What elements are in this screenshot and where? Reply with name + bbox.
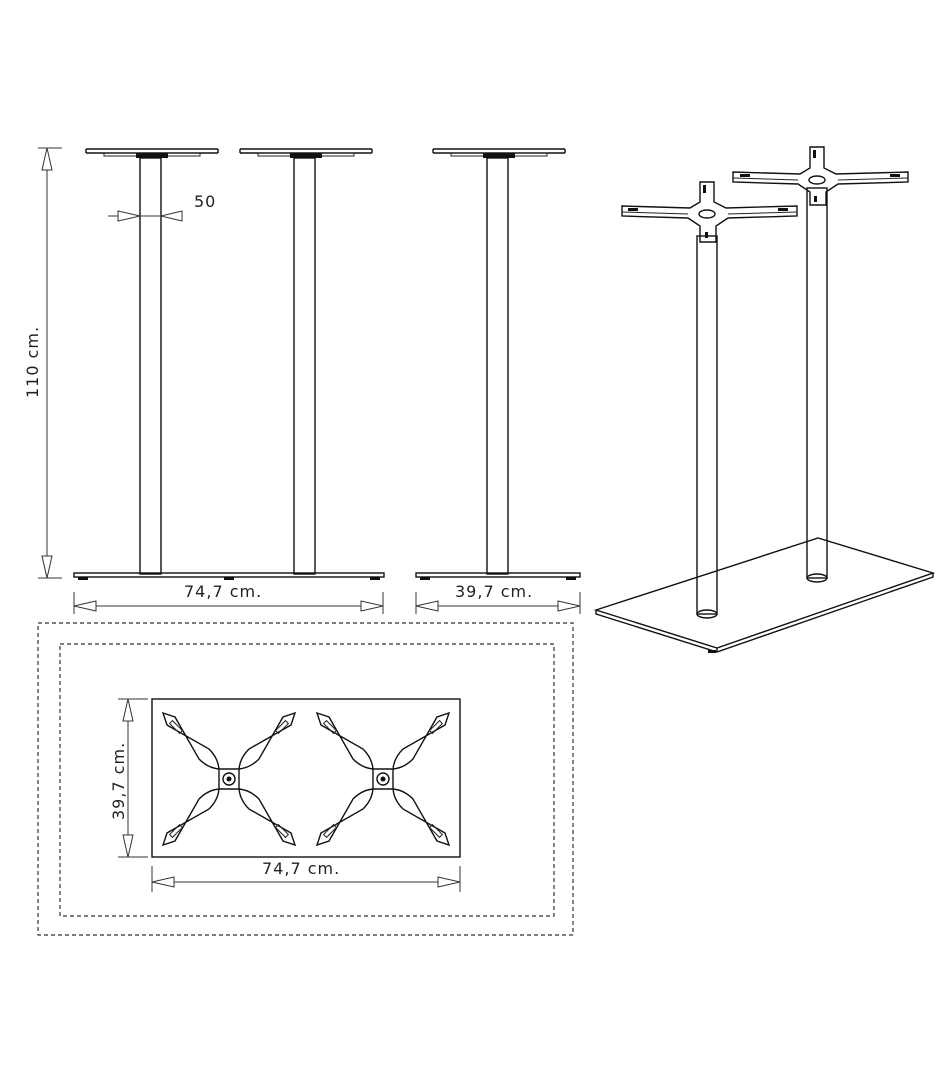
iso-base-plate bbox=[593, 537, 936, 653]
plan-inner-dashed-border bbox=[59, 643, 555, 917]
iso-front-column bbox=[696, 235, 718, 619]
side-depth-label: 39,7 cm. bbox=[455, 582, 533, 601]
plan-outer-dashed-border bbox=[37, 622, 574, 936]
front-width-label: 74,7 cm. bbox=[184, 582, 262, 601]
iso-back-column bbox=[806, 187, 828, 583]
front-width-dimension: 74,7 cm. bbox=[73, 582, 384, 614]
front-right-column bbox=[293, 157, 316, 575]
side-base-plate bbox=[415, 572, 581, 578]
column-diameter-dimension: 50 bbox=[108, 192, 216, 222]
front-left-top-plate bbox=[85, 148, 219, 158]
isometric-view bbox=[593, 146, 936, 653]
front-left-column bbox=[139, 157, 162, 575]
side-depth-dimension: 39,7 cm. bbox=[415, 582, 581, 614]
plan-view: 39,7 cm. 74,7 cm. bbox=[37, 622, 574, 936]
plan-depth-label: 39,7 cm. bbox=[109, 742, 128, 820]
column-diameter-label: 50 bbox=[194, 192, 216, 211]
plan-left-x-bracket bbox=[161, 711, 297, 847]
side-elevation bbox=[415, 148, 581, 580]
height-label: 110 cm. bbox=[23, 326, 42, 398]
side-column bbox=[486, 157, 509, 575]
plan-width-dimension: 74,7 cm. bbox=[151, 859, 461, 892]
front-elevation bbox=[73, 148, 385, 580]
height-dimension: 110 cm. bbox=[23, 147, 62, 579]
iso-front-top-cross bbox=[621, 181, 798, 243]
iso-back-top-cross bbox=[732, 146, 909, 206]
plan-right-x-bracket bbox=[315, 711, 451, 847]
front-right-top-plate bbox=[239, 148, 373, 158]
plan-depth-dimension: 39,7 cm. bbox=[109, 698, 148, 858]
plan-width-label: 74,7 cm. bbox=[262, 859, 340, 878]
front-base-plate bbox=[73, 572, 385, 580]
plan-base-outline bbox=[151, 698, 461, 858]
